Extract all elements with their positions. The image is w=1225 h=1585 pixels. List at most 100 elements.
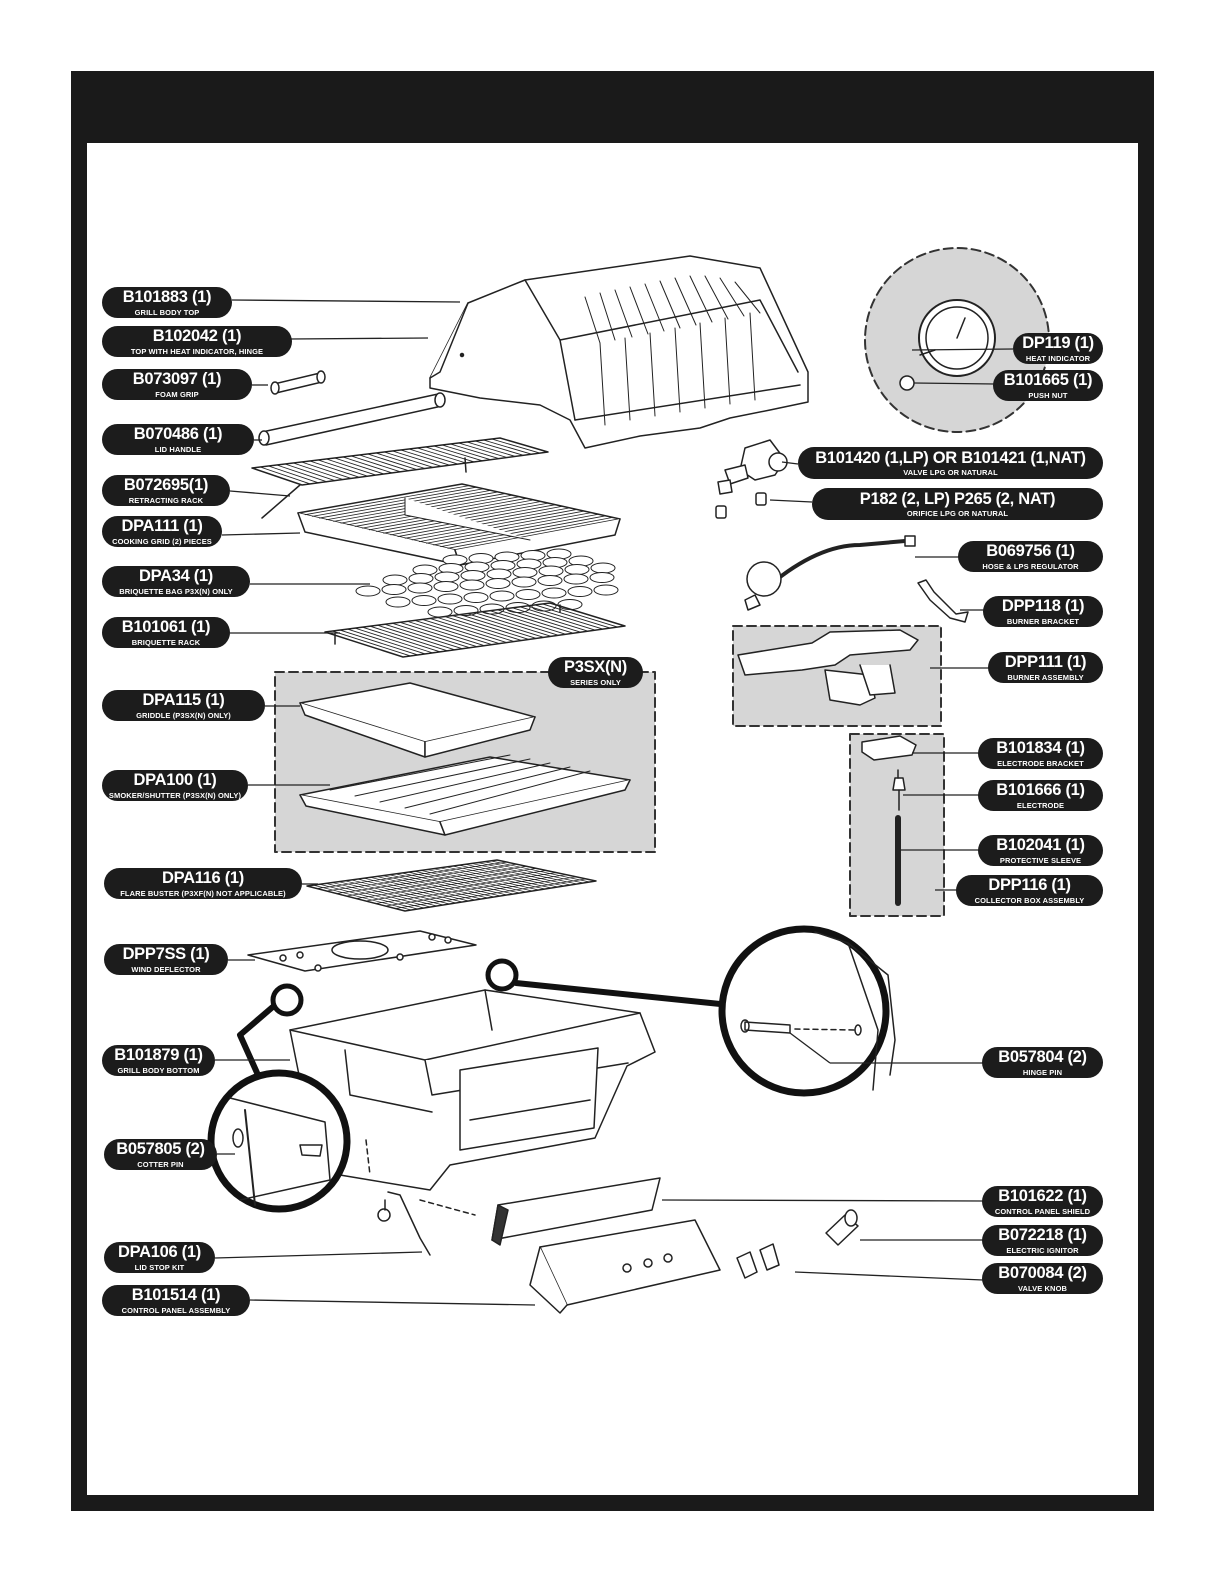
label-part: B102041 (1) — [996, 836, 1085, 854]
label-desc: BURNER BRACKET — [1006, 616, 1080, 626]
label-part: DP119 (1) — [1022, 334, 1094, 352]
label-part: B101834 (1) — [996, 739, 1085, 757]
label-b101514: B101514 (1)CONTROL PANEL ASSEMBLY — [102, 1285, 250, 1316]
label-part: B073097 (1) — [132, 370, 222, 388]
cotter-pin-leader — [237, 1002, 278, 1078]
label-p182: P182 (2, LP) P265 (2, NAT)ORIFICE LPG OR… — [812, 488, 1103, 520]
label-part: B101666 (1) — [996, 781, 1085, 799]
label-part: DPA115 (1) — [142, 691, 225, 709]
label-dpp7ss: DPP7SS (1)WIND DEFLECTOR — [104, 944, 228, 975]
label-desc: BURNER ASSEMBLY — [1007, 672, 1084, 682]
flare-buster — [306, 859, 597, 912]
label-part: B101420 (1,LP) OR B101421 (1,NAT) — [815, 448, 1086, 467]
lid-handle — [258, 392, 446, 446]
label-desc: WIND DEFLECTOR — [131, 964, 201, 974]
label-desc: ELECTRIC IGNITOR — [1006, 1245, 1079, 1255]
heat-indicator-gauge — [899, 299, 996, 391]
label-part: DPA111 (1) — [121, 517, 203, 535]
label-desc: ORIFICE LPG OR NATURAL — [906, 509, 1009, 518]
label-part: B101883 (1) — [122, 288, 212, 306]
control-panel-shield — [491, 1177, 661, 1246]
label-desc: COOKING GRID (2) PIECES — [112, 536, 212, 546]
burner-bracket — [917, 579, 969, 623]
electrode — [892, 769, 906, 811]
label-desc: PUSH NUT — [1028, 390, 1068, 400]
label-b070084: B070084 (2)VALVE KNOB — [982, 1263, 1103, 1294]
label-part: P182 (2, LP) P265 (2, NAT) — [859, 489, 1056, 508]
cooking-grid — [297, 483, 621, 566]
control-panel-assembly — [529, 1219, 721, 1314]
label-b101061: B101061 (1)BRIQUETTE RACK — [102, 617, 230, 648]
hose-regulator — [744, 535, 916, 611]
label-part: B072218 (1) — [998, 1226, 1087, 1244]
label-desc: FOAM GRIP — [155, 389, 199, 399]
retracting-rack — [251, 437, 549, 519]
label-b070486: B070486 (1)LID HANDLE — [102, 424, 254, 455]
label-part: DPP118 (1) — [1001, 597, 1085, 615]
label-b101834: B101834 (1)ELECTRODE BRACKET — [978, 738, 1103, 769]
electric-ignitor — [825, 1209, 859, 1246]
label-part: B057805 (2) — [116, 1140, 205, 1158]
label-part: B102042 (1) — [152, 327, 242, 345]
label-part: B070084 (2) — [998, 1264, 1087, 1282]
label-desc: FLARE BUSTER (P3XF(N) NOT APPLICABLE) — [120, 888, 286, 898]
label-desc: ELECTRODE — [1016, 800, 1065, 810]
label-b102041: B102041 (1)PROTECTIVE SLEEVE — [978, 835, 1103, 866]
grill-body-top — [429, 255, 809, 449]
label-dpa100: DPA100 (1)SMOKER/SHUTTER (P3SX(N) ONLY) — [102, 770, 248, 801]
smoker-shutter — [299, 754, 631, 836]
label-desc: SMOKER/SHUTTER (P3SX(N) ONLY) — [108, 790, 242, 800]
label-desc: GRILL BODY TOP — [134, 307, 200, 317]
label-part: B070486 (1) — [133, 425, 223, 443]
label-b069756: B069756 (1)HOSE & LPS REGULATOR — [958, 541, 1103, 572]
gas-valve — [717, 439, 788, 495]
label-b101420: B101420 (1,LP) OR B101421 (1,NAT)VALVE L… — [798, 447, 1103, 479]
label-desc: COTTER PIN — [137, 1159, 184, 1169]
label-desc: GRILL BODY BOTTOM — [117, 1065, 200, 1075]
label-desc: HOSE & LPS REGULATOR — [982, 561, 1079, 571]
label-dpa106: DPA106 (1)LID STOP KIT — [104, 1242, 215, 1273]
hinge-pin-detail — [718, 925, 896, 1097]
label-desc: CONTROL PANEL ASSEMBLY — [121, 1305, 231, 1315]
label-b057804: B057804 (2)HINGE PIN — [982, 1047, 1103, 1078]
griddle — [299, 682, 536, 758]
label-part: B069756 (1) — [986, 542, 1075, 560]
label-part: DPA100 (1) — [133, 771, 217, 789]
label-part: DPA34 (1) — [138, 567, 213, 585]
burner — [737, 629, 919, 706]
lid-stop-kit — [377, 1191, 476, 1256]
label-desc: RETRACTING RACK — [128, 495, 204, 505]
label-desc: HEAT INDICATOR — [1025, 353, 1091, 363]
label-part: DPP116 (1) — [988, 876, 1071, 894]
label-desc: LID STOP KIT — [134, 1262, 185, 1272]
label-desc: SERIES ONLY — [570, 677, 621, 687]
leader-lines — [214, 299, 1014, 1306]
label-b072695: B072695(1)RETRACTING RACK — [102, 475, 230, 506]
label-desc: VALVE KNOB — [1017, 1283, 1068, 1293]
label-b073097: B073097 (1)FOAM GRIP — [102, 369, 252, 400]
valve-knobs — [736, 1243, 780, 1279]
label-b101883: B101883 (1)GRILL BODY TOP — [102, 287, 232, 318]
electrode-bracket — [861, 735, 917, 761]
label-part: B101879 (1) — [114, 1046, 203, 1064]
label-desc: PROTECTIVE SLEEVE — [999, 855, 1082, 865]
label-dp119: DP119 (1)HEAT INDICATOR — [1013, 333, 1103, 364]
label-part: DPP111 (1) — [1004, 653, 1087, 671]
label-b101666: B101666 (1)ELECTRODE — [978, 780, 1103, 811]
label-part: B072695(1) — [123, 476, 209, 494]
label-desc: GRIDDLE (P3SX(N) ONLY) — [136, 710, 231, 720]
briquette-rack — [324, 602, 626, 658]
briquettes — [355, 548, 619, 618]
label-dpa111: DPA111 (1)COOKING GRID (2) PIECES — [102, 516, 222, 547]
label-part: DPA116 (1) — [162, 869, 244, 887]
label-part: DPA106 (1) — [118, 1243, 201, 1261]
label-desc: TOP WITH HEAT INDICATOR, HINGE — [130, 346, 264, 356]
label-desc: HINGE PIN — [1022, 1067, 1063, 1077]
label-dpp118: DPP118 (1)BURNER BRACKET — [983, 596, 1103, 627]
label-desc: COLLECTOR BOX ASSEMBLY — [974, 895, 1085, 905]
cotter-pin-detail — [207, 1069, 351, 1213]
label-dpa115: DPA115 (1)GRIDDLE (P3SX(N) ONLY) — [102, 690, 265, 721]
orifices — [715, 492, 767, 519]
label-part: B101622 (1) — [998, 1187, 1087, 1205]
